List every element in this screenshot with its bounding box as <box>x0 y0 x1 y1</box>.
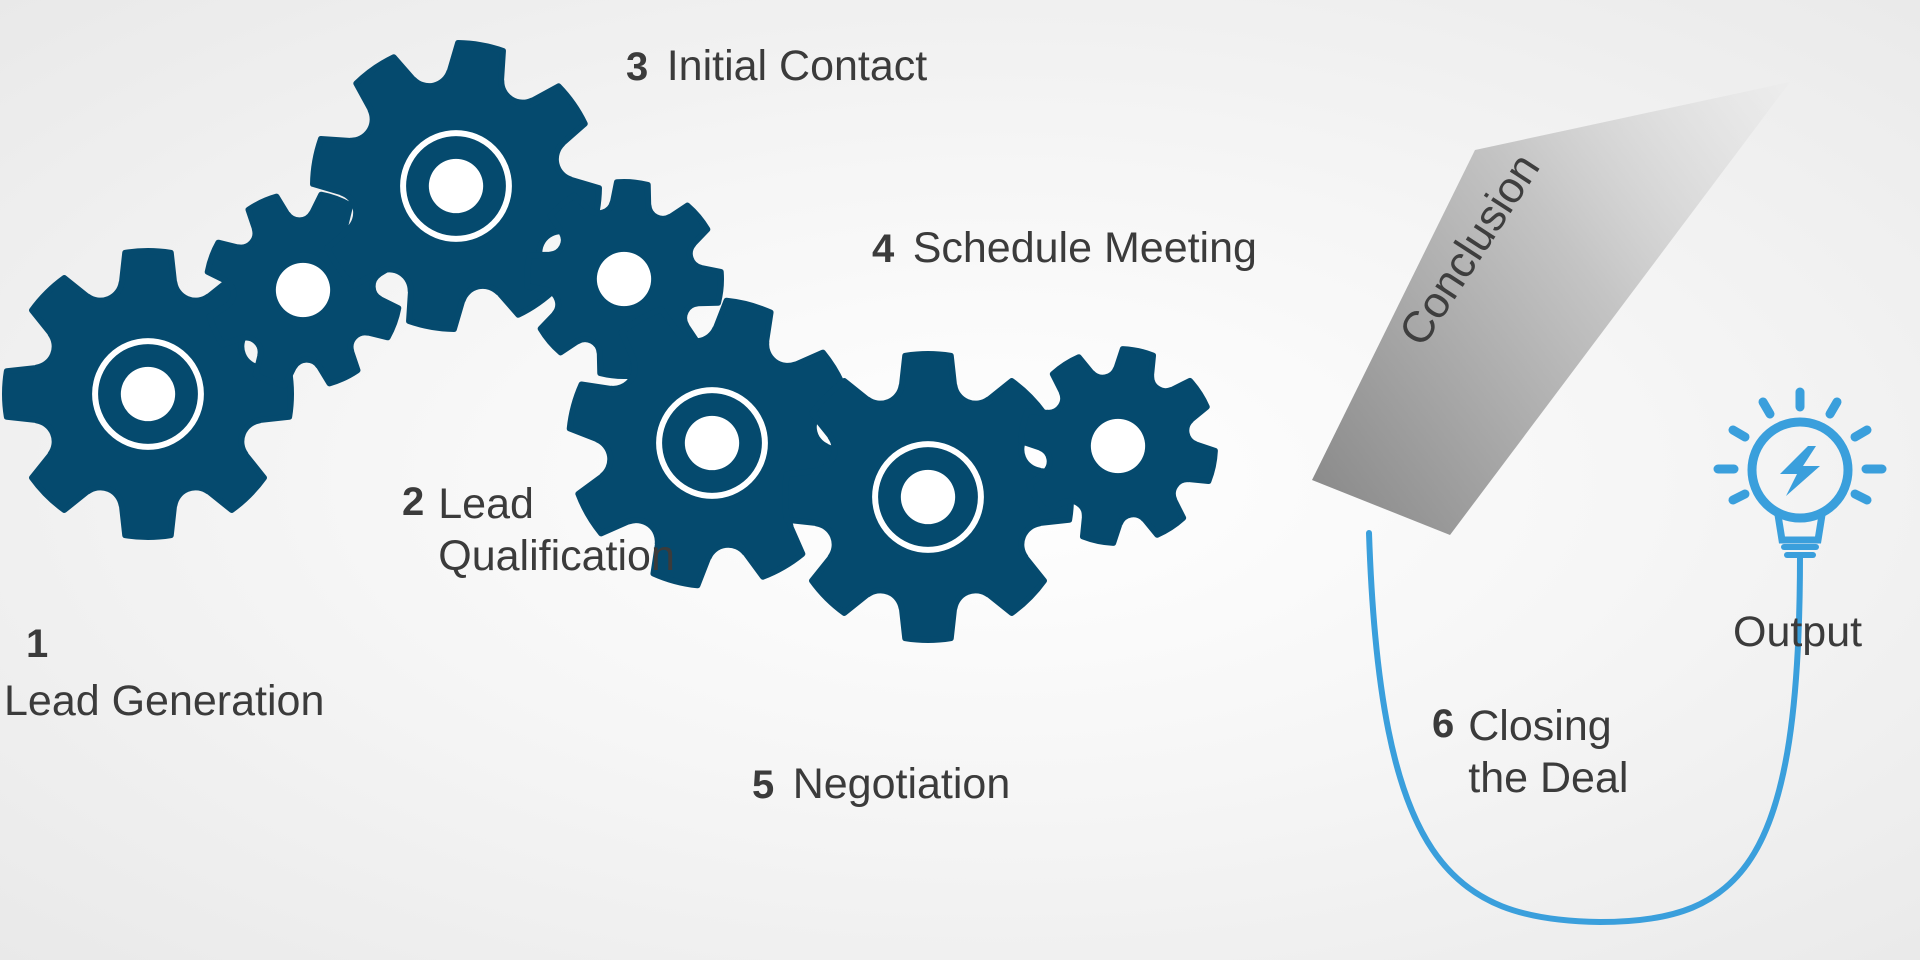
step-label: Lead Qualification <box>438 480 675 581</box>
step-number: 6 <box>1432 702 1455 746</box>
gear-icon <box>782 351 1074 643</box>
step-negotiation: 5 Negotiation <box>752 758 1010 810</box>
step-label: Initial Contact <box>666 42 928 90</box>
output-label: Output <box>1733 608 1863 656</box>
gear-icon <box>1018 346 1218 546</box>
step-initial-contact: 3 Initial Contact <box>626 40 927 92</box>
step-lead-qualification: 2 Lead Qualification <box>402 478 675 583</box>
step-number: 2 <box>402 480 425 524</box>
output-cable <box>1366 530 1803 926</box>
step-number: 3 <box>626 45 649 89</box>
step-label: Lead Generation <box>4 676 325 725</box>
step-schedule-meeting: 4 Schedule Meeting <box>872 222 1257 274</box>
step-number: 1 <box>26 622 49 666</box>
step-lead-generation: 1 Lead Generation <box>4 620 324 727</box>
conclusion-beam <box>1312 82 1790 535</box>
step-number: 5 <box>752 763 775 807</box>
step-label: Schedule Meeting <box>912 224 1257 272</box>
step-number: 4 <box>872 227 895 271</box>
lightning-bolt-icon <box>1780 446 1820 496</box>
gear-layer <box>2 40 1218 643</box>
step-label: Closing the Deal <box>1468 702 1629 803</box>
lightbulb-icon <box>1713 387 1887 558</box>
step-closing-the-deal: 6 Closing the Deal <box>1432 700 1628 805</box>
step-label: Negotiation <box>792 760 1011 808</box>
